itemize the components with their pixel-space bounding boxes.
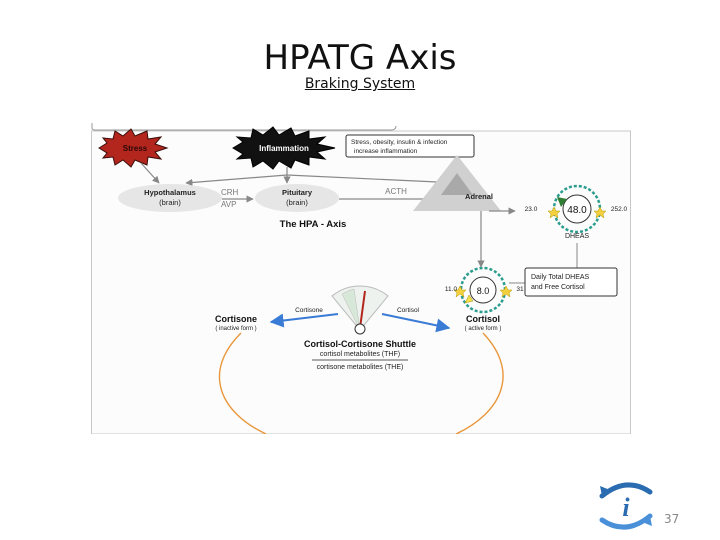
cycle-arrows-icon [599,482,653,530]
the-label: cortisone metabolites (THE) [317,364,404,371]
cortisol-gauge [453,266,513,314]
dheas-pointer [557,197,567,207]
shuttle-needle [359,290,366,329]
dheas-star-left [547,206,561,219]
note-line-2: increase inflammation [354,148,418,155]
dheas-value: 48.0 [567,205,587,216]
gauge-right-label: Cortisol [397,307,420,314]
dheas-star-right [593,206,607,219]
shuttle-title: Cortisol-Cortisone Shuttle [304,339,416,349]
daily-line-1: Daily Total DHEAS [531,274,590,281]
hypothalamus-sublabel: (brain) [159,198,181,207]
inflammation-starburst [232,126,336,170]
crh-label: CRH [221,188,239,197]
top-bracket [91,123,397,131]
hpa-axis-title: The HPA - Axis [280,219,347,230]
arrow-inflammation-adrenal [286,174,460,187]
dheas-gauge [547,184,607,234]
note-box [345,134,475,158]
arrow-stress-hypothalamus [140,162,160,184]
hypothalamus-node [118,184,222,212]
cortisol-gauge-min: 11.0 [445,286,458,293]
arrow-to-cortisone [269,313,339,328]
shuttle-gauge [331,285,389,335]
stress-starburst [98,128,169,168]
pituitary-label: Pituitary [282,188,313,197]
dheas-label: DHEAS [565,233,589,240]
dheas-max: 252.0 [611,206,628,213]
pituitary-sublabel: (brain) [286,198,308,207]
stress-label: Stress [123,144,148,153]
arrow-to-cortisol [381,313,451,333]
daily-totals-box [524,267,618,297]
info-icon: i [599,482,653,530]
cortisol-pointer [464,294,474,304]
hpa-axis-diagram: Stress Inflammation Stress, obesity, ins… [91,123,631,434]
cortisol-gauge-value: 8.0 [477,286,490,296]
thf-label: cortisol metabolites (THF) [320,351,400,358]
acth-label: ACTH [385,187,407,196]
cortisone-label: Cortisone [215,314,257,324]
page-number: 37 [664,512,680,526]
hypothalamus-label: Hypothalamus [144,188,196,197]
avp-label: AVP [221,200,236,209]
note-line-1: Stress, obesity, insulin & infection [351,139,448,146]
daily-line-2: and Free Cortisol [531,284,585,291]
cortisone-sublabel: ( inactive form ) [215,326,256,332]
slide-title: HPATG Axis [263,38,457,78]
cortisol-star-right [499,285,513,298]
adrenal-inner-triangle [441,173,473,195]
svg-text:i: i [622,493,630,522]
cortisol-label: Cortisol [466,314,500,324]
inflammation-label: Inflammation [259,144,309,153]
pituitary-node [255,184,339,212]
dheas-min: 23.0 [525,206,538,213]
adrenal-label: Adrenal [465,192,493,201]
arrow-inflammation-hypothalamus [185,174,288,187]
orange-cycle-curve [218,332,504,434]
cortisol-star-left [453,285,467,298]
cortisol-sublabel: ( active form ) [465,326,502,332]
shuttle-pivot [354,323,366,335]
cortisol-gauge-max: 31 [516,286,524,293]
gauge-left-label: Cortisone [295,307,323,314]
slide-subtitle: Braking System [304,76,416,92]
